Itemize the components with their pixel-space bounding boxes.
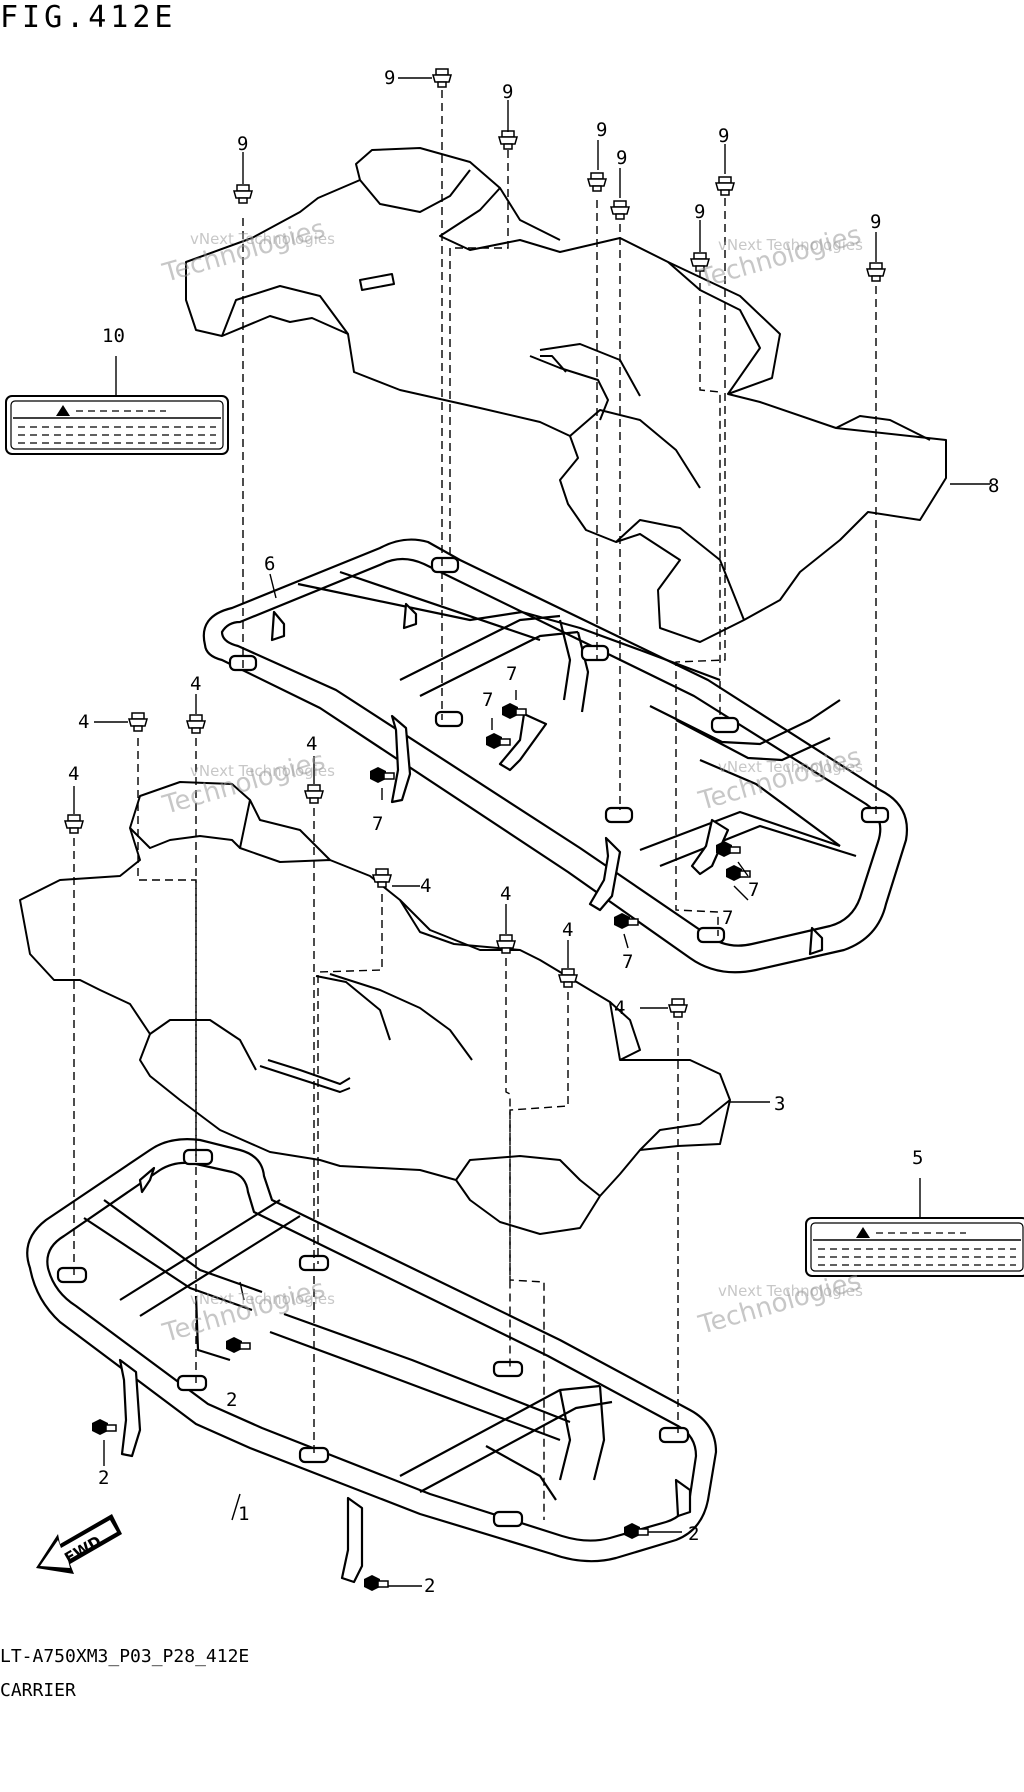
warning-label-5 xyxy=(805,1217,1024,1277)
figure-title: FIG.412E xyxy=(0,0,177,35)
callout-7-c: 7 xyxy=(372,813,383,835)
callout-6: 6 xyxy=(264,553,275,575)
front-carrier-frame xyxy=(26,1138,718,1584)
callout-8: 8 xyxy=(988,475,999,497)
callout-10: 10 xyxy=(102,325,125,347)
callout-9-a: 9 xyxy=(384,67,395,89)
rear-carrier-frame xyxy=(202,538,908,974)
forward-direction-arrow: FWD xyxy=(36,1514,122,1574)
callout-2-c: 2 xyxy=(688,1523,699,1545)
callout-1: 1 xyxy=(238,1503,249,1525)
callout-7-a: 7 xyxy=(506,663,517,685)
callout-4-d: 4 xyxy=(306,733,317,755)
rear-carrier-cover xyxy=(185,147,947,643)
callout-2-b: 2 xyxy=(98,1467,109,1489)
svg-text:vNext Technologies: vNext Technologies xyxy=(190,230,335,248)
svg-text:vNext Technologies: vNext Technologies xyxy=(718,236,863,254)
callout-5: 5 xyxy=(912,1147,923,1169)
callout-numbers: 9 9 9 9 9 9 9 9 10 8 6 7 7 7 7 7 7 4 4 4… xyxy=(68,67,999,1597)
leader-lines xyxy=(73,77,990,1587)
callout-4-b: 4 xyxy=(190,673,201,695)
svg-text:vNext Technologies: vNext Technologies xyxy=(190,762,335,780)
callout-4-a: 4 xyxy=(78,711,89,733)
callout-9-b: 9 xyxy=(502,81,513,103)
callout-7-f: 7 xyxy=(722,907,733,929)
callout-7-d: 7 xyxy=(622,951,633,973)
callout-9-d: 9 xyxy=(616,147,627,169)
figure-name: CARRIER xyxy=(0,1680,76,1701)
svg-text:vNext Technologies: vNext Technologies xyxy=(190,1290,335,1308)
callout-2-a: 2 xyxy=(226,1389,237,1411)
callout-9-e: 9 xyxy=(237,133,248,155)
callout-9-h: 9 xyxy=(870,211,881,233)
assembly-lines xyxy=(73,90,877,1520)
svg-text:Technologies: Technologies xyxy=(695,220,865,295)
callout-9-g: 9 xyxy=(694,201,705,223)
svg-text:vNext Technologies: vNext Technologies xyxy=(718,758,863,776)
callout-2-d: 2 xyxy=(424,1575,435,1597)
callout-4-h: 4 xyxy=(614,997,625,1019)
callout-4-f: 4 xyxy=(500,883,511,905)
front-carrier-cover xyxy=(19,781,731,1235)
svg-text:Technologies: Technologies xyxy=(695,1266,865,1341)
callout-4-g: 4 xyxy=(562,919,573,941)
warning-label-10 xyxy=(5,395,229,455)
svg-text:vNext Technologies: vNext Technologies xyxy=(718,1282,863,1300)
callout-4-e: 4 xyxy=(420,875,431,897)
callout-9-f: 9 xyxy=(718,125,729,147)
figure-code: LT-A750XM3_P03_P28_412E xyxy=(0,1646,250,1667)
svg-text:Technologies: Technologies xyxy=(695,742,865,817)
callout-9-c: 9 xyxy=(596,119,607,141)
callout-3: 3 xyxy=(774,1093,785,1115)
callout-7-e: 7 xyxy=(748,879,759,901)
callout-4-c: 4 xyxy=(68,763,79,785)
callout-7-b: 7 xyxy=(482,689,493,711)
